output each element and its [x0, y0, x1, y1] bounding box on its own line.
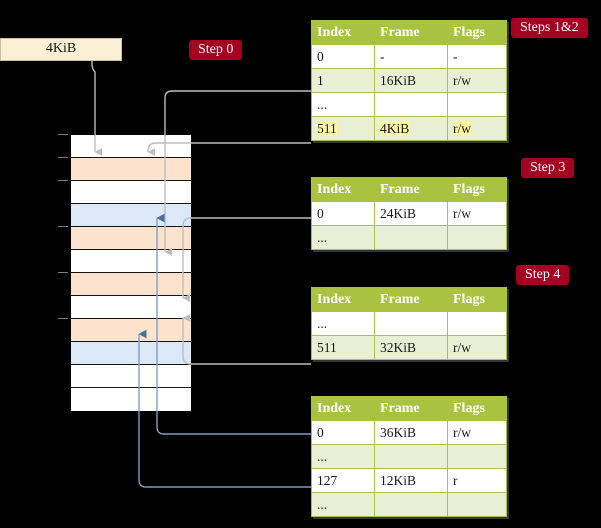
column-header-index: Index — [311, 287, 375, 312]
cell-flags: r/w — [447, 201, 507, 226]
memory-frame-row — [71, 388, 191, 411]
table-row[interactable]: ... — [311, 92, 507, 117]
memory-frame-row — [71, 135, 191, 158]
source-frame-label: 4KiB — [45, 41, 77, 56]
column-header-frame: Frame — [374, 177, 448, 202]
memory-frame-row — [71, 342, 191, 365]
table-row[interactable]: ... — [311, 311, 507, 336]
column-header-flags: Flags — [447, 287, 507, 312]
cell-flags: - — [447, 44, 507, 69]
cell-index: 511 — [311, 116, 375, 141]
cell-frame: 16KiB — [374, 68, 448, 93]
cell-flags — [447, 225, 507, 250]
cell-frame: 32KiB — [374, 335, 448, 360]
step-badge-steps12: Steps 1&2 — [511, 18, 588, 38]
memory-frame-row — [71, 296, 191, 319]
cell-index: 1 — [311, 68, 375, 93]
memory-frame-row — [71, 365, 191, 388]
cell-flags — [447, 492, 507, 517]
step-badge-label: Steps 1&2 — [520, 20, 579, 35]
physical-memory-stack — [70, 134, 192, 412]
step-badge-step3: Step 3 — [521, 158, 575, 178]
cell-index: ... — [311, 92, 375, 117]
step-badge-label: Step 4 — [525, 267, 561, 282]
step-badge-label: Step 0 — [198, 42, 234, 57]
column-header-flags: Flags — [447, 396, 507, 421]
cell-flags — [447, 444, 507, 469]
column-header-index: Index — [311, 20, 375, 45]
column-header-flags: Flags — [447, 177, 507, 202]
column-header-index: Index — [311, 396, 375, 421]
memory-scale-tick — [58, 134, 68, 135]
cell-frame: 24KiB — [374, 201, 448, 226]
column-header-frame: Frame — [374, 20, 448, 45]
cell-flags: r/w — [447, 420, 507, 445]
cell-frame: - — [374, 44, 448, 69]
cell-frame — [374, 492, 448, 517]
cell-index: 0 — [311, 44, 375, 69]
table-row[interactable]: 0-- — [311, 44, 507, 69]
memory-scale-tick — [58, 272, 68, 273]
cell-index: ... — [311, 311, 375, 336]
step-badge-label: Step 3 — [530, 160, 566, 175]
cell-frame — [374, 92, 448, 117]
cell-frame: 12KiB — [374, 468, 448, 493]
cell-frame — [374, 225, 448, 250]
memory-frame-row — [71, 181, 191, 204]
cell-flags: r — [447, 468, 507, 493]
cell-frame — [374, 444, 448, 469]
memory-frame-row — [71, 319, 191, 342]
cell-flags: r/w — [447, 68, 507, 93]
memory-scale-tick — [58, 180, 68, 181]
cell-index: ... — [311, 444, 375, 469]
cell-flags — [447, 92, 507, 117]
cell-flags: r/w — [447, 335, 507, 360]
column-header-index: Index — [311, 177, 375, 202]
memory-scale-tick — [58, 318, 68, 319]
table-row[interactable]: ... — [311, 225, 507, 250]
memory-frame-row — [71, 250, 191, 273]
step-badge-step0: Step 0 — [189, 40, 243, 60]
cell-index: 511 — [311, 335, 375, 360]
memory-frame-row — [71, 273, 191, 296]
column-header-frame: Frame — [374, 396, 448, 421]
step-badge-step4: Step 4 — [516, 265, 570, 285]
cell-index: 0 — [311, 201, 375, 226]
memory-frame-row — [71, 204, 191, 227]
column-header-flags: Flags — [447, 20, 507, 45]
cell-index: 127 — [311, 468, 375, 493]
cell-index: ... — [311, 492, 375, 517]
cell-flags — [447, 311, 507, 336]
table-row[interactable]: ... — [311, 444, 507, 469]
cell-frame — [374, 311, 448, 336]
source-frame-box: 4KiB — [0, 38, 122, 61]
column-header-frame: Frame — [374, 287, 448, 312]
cell-index: ... — [311, 225, 375, 250]
cell-frame: 36KiB — [374, 420, 448, 445]
table-row[interactable]: ... — [311, 492, 507, 517]
cell-index: 0 — [311, 420, 375, 445]
memory-scale-tick — [58, 157, 68, 158]
memory-frame-row — [71, 158, 191, 181]
memory-scale-tick — [58, 226, 68, 227]
cell-frame: 4KiB — [374, 116, 448, 141]
memory-frame-row — [71, 227, 191, 250]
cell-flags: r/w — [447, 116, 507, 141]
